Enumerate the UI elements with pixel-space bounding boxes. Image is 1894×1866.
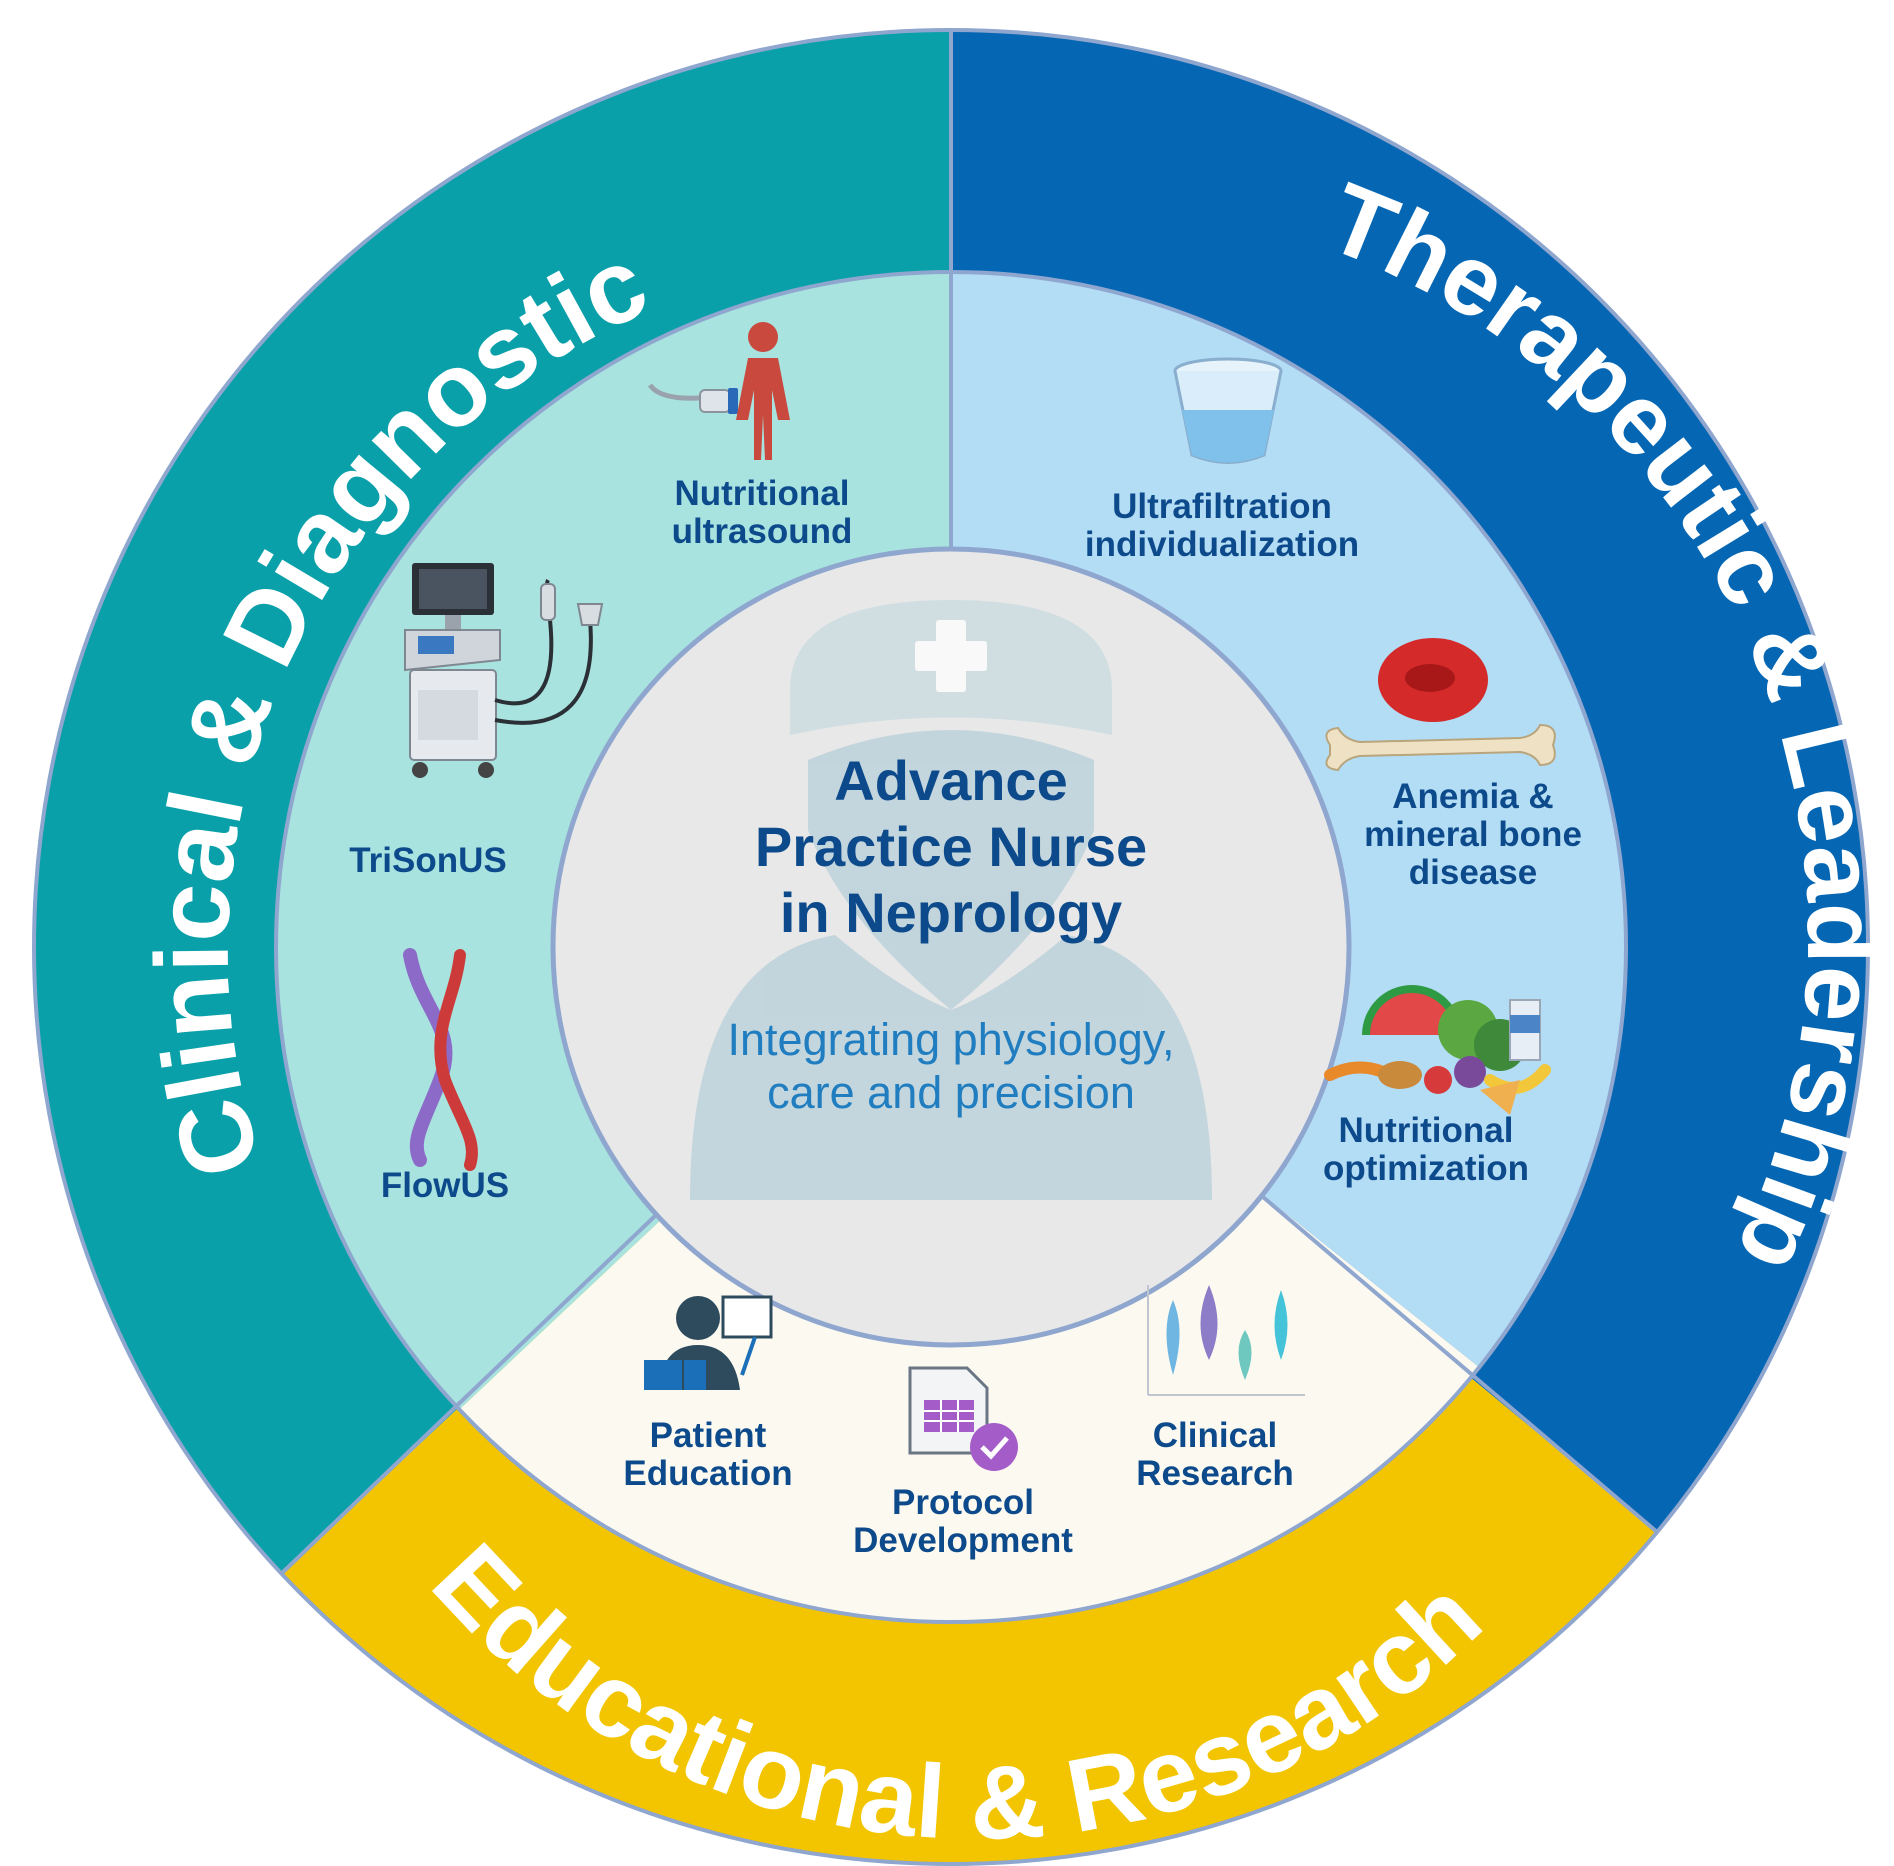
clinical-research-label-2: Research [1136, 1454, 1294, 1493]
ultrasound-body-icon [647, 322, 790, 460]
protocol-development-label-2: Development [853, 1521, 1073, 1560]
center-subtitle-line-1: Integrating physiology, [728, 1014, 1175, 1065]
nutritional-ultrasound-label-2: ultrasound [672, 512, 853, 551]
protocol-development-label-1: Protocol [892, 1483, 1034, 1522]
nurse-silhouette-icon [690, 600, 1212, 1200]
blood-vessels-icon [403, 948, 478, 1171]
ultrafiltration-label-1: Ultrafiltration [1112, 487, 1332, 526]
nutritional-optimization-label-2: optimization [1323, 1149, 1529, 1188]
ultrafiltration-label-2: individualization [1085, 525, 1359, 564]
anemia-label-2: mineral bone [1364, 815, 1582, 854]
center-title-line-2: Practice Nurse [755, 815, 1147, 878]
patient-education-label-1: Patient [650, 1416, 767, 1455]
segment-dividers [32, 28, 1870, 1866]
clinical-research-item: Clinical Research [1136, 1285, 1305, 1493]
ultrafiltration-item: Ultrafiltration individualization [1085, 357, 1359, 564]
center-disc: Advance Practice Nurse in Neprology Inte… [550, 546, 1352, 1348]
nutritional-ultrasound-item: Nutritional ultrasound [647, 322, 853, 551]
measuring-cup-icon [1173, 357, 1283, 464]
teacher-board-icon [644, 1295, 773, 1390]
nutritional-optimization-item: Nutritional optimization [1323, 985, 1551, 1188]
trisonus-label: TriSonUS [349, 841, 507, 880]
trisonus-item: TriSonUS [349, 563, 604, 880]
violin-plot-icon [1147, 1285, 1305, 1396]
protocol-development-item: Protocol Development [853, 1366, 1073, 1560]
nutritional-optimization-label-1: Nutritional [1339, 1111, 1514, 1150]
clinical-research-label-1: Clinical [1153, 1416, 1277, 1455]
center-title-line-1: Advance [834, 749, 1067, 812]
center-subtitle-line-2: care and precision [767, 1067, 1135, 1118]
flowus-label: FlowUS [381, 1166, 509, 1205]
flowus-item: FlowUS [381, 948, 509, 1205]
patient-education-label-2: Education [623, 1454, 792, 1493]
anemia-label-1: Anemia & [1392, 777, 1553, 816]
ultrasound-machine-icon [404, 563, 604, 778]
nutritional-ultrasound-label-1: Nutritional [675, 474, 850, 513]
anemia-label-3: disease [1409, 853, 1537, 892]
spreadsheet-check-icon [908, 1366, 1018, 1471]
center-title-line-3: in Neprology [780, 881, 1122, 944]
blood-cell-bone-icon [1325, 638, 1556, 772]
anemia-item: Anemia & mineral bone disease [1325, 638, 1582, 892]
food-icon [1324, 985, 1551, 1115]
patient-education-item: Patient Education [623, 1295, 793, 1493]
